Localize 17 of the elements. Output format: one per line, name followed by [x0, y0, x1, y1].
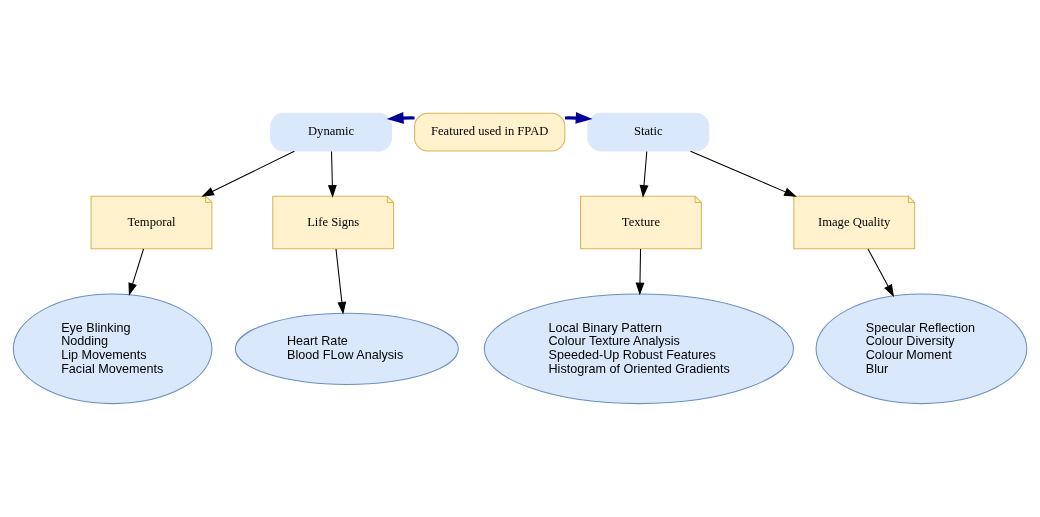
- arrow: [201, 150, 295, 197]
- node-ellipse: Heart Rate Blood FLow Analysis: [234, 312, 459, 385]
- arrow: [565, 112, 593, 124]
- arrow: [327, 150, 337, 198]
- arrow: [635, 248, 645, 296]
- arrow: [386, 112, 415, 124]
- arrow: [867, 248, 894, 298]
- node-ellipse: Eye Blinking Nodding Lip Movements Facial Movements: [12, 293, 213, 405]
- arrow: [128, 248, 145, 296]
- node-box: Featured used in FPAD: [414, 112, 566, 152]
- arrow: [639, 150, 649, 198]
- node-box: Static: [587, 112, 710, 152]
- arrow: [335, 248, 347, 315]
- node-box: Dynamic: [270, 112, 393, 152]
- node-ellipse: Local Binary Pattern Colour Texture Analysis Speeded-Up Robust Features Histogram of Oriented Gradients: [483, 293, 794, 405]
- arrow: [689, 150, 797, 197]
- node-ellipse: Specular Reflection Colour Diversity Colour Moment Blur: [815, 293, 1028, 405]
